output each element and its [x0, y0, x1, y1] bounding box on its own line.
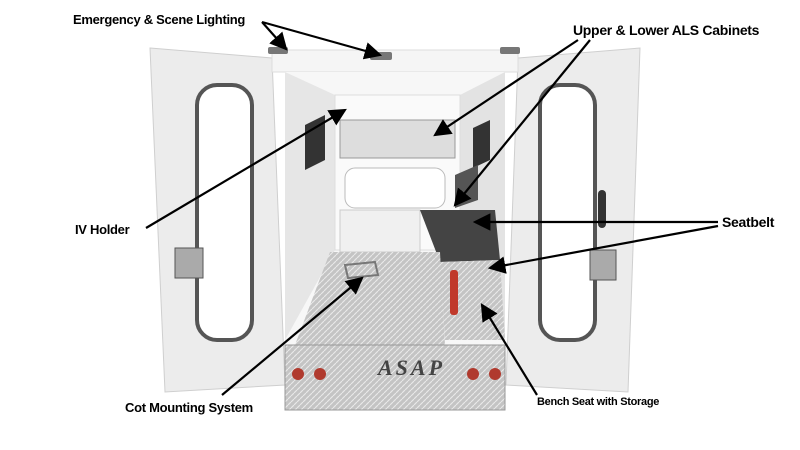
front-window: [344, 167, 446, 209]
scene-light-right: [500, 47, 520, 54]
bumper-logo: ASAP: [378, 355, 446, 380]
cot-mount: [343, 260, 380, 280]
patient-compartment: [268, 47, 520, 345]
left-rear-door: [149, 47, 286, 393]
diamond-plate-floor: [295, 252, 445, 345]
label-cot-mounting-system: Cot Mounting System: [125, 400, 253, 415]
right-rear-door: [505, 47, 641, 393]
callout-arrows: [145, 20, 719, 396]
label-als-cabinets: Upper & Lower ALS Cabinets: [573, 22, 760, 38]
label-seatbelt: Seatbelt: [722, 214, 775, 230]
label-bench-seat-storage: Bench Seat with Storage: [537, 396, 660, 408]
rear-bumper: [284, 344, 506, 411]
upper-als-cabinet: [339, 119, 456, 159]
fire-extinguisher: [450, 270, 458, 315]
label-emergency-scene-lighting: Emergency & Scene Lighting: [73, 12, 246, 27]
label-iv-holder: IV Holder: [75, 222, 130, 237]
